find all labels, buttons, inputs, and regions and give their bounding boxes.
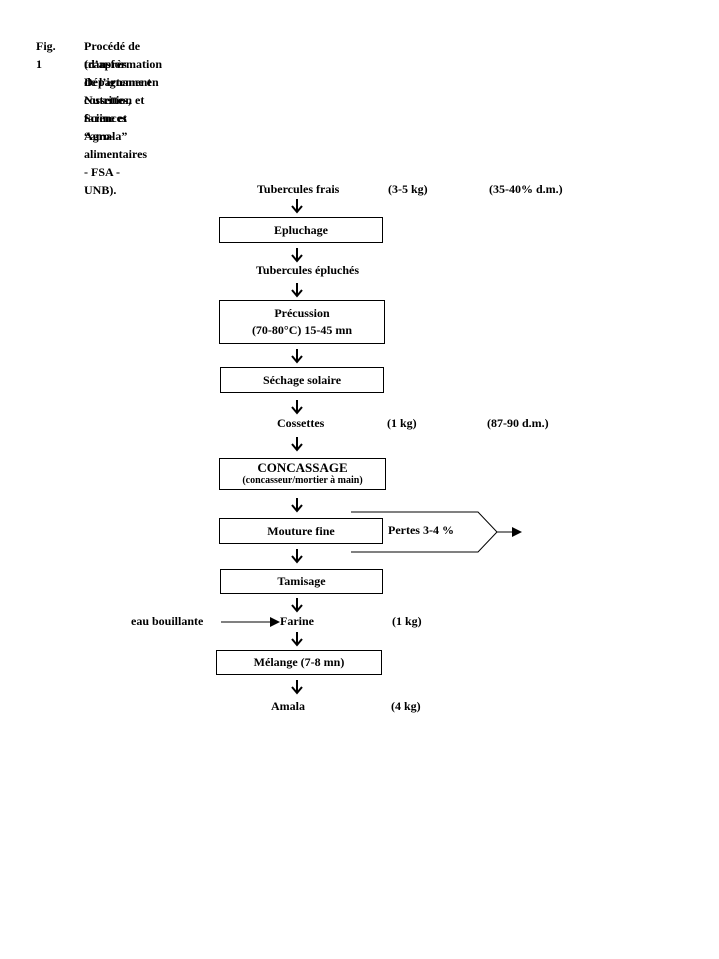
label-cossettes: Cossettes	[277, 416, 325, 430]
step-mouture-fine: Mouture fine	[219, 518, 383, 544]
down-arrow-icon	[291, 437, 303, 452]
down-arrow-icon	[291, 349, 303, 364]
down-arrow-icon	[291, 248, 303, 263]
label-pertes: Pertes 3-4 %	[388, 523, 454, 537]
label-tubercules-epluches: Tubercules épluchés	[256, 263, 360, 277]
step-epluchage: Epluchage	[219, 217, 383, 243]
step-sechage-solaire: Séchage solaire	[220, 367, 384, 393]
step-tamisage: Tamisage	[220, 569, 383, 594]
label-eau-bouillante: eau bouillante	[131, 614, 204, 628]
label-tubercules-frais: Tubercules frais	[257, 182, 340, 196]
caption-line-1: Procédé de transformation de l’igname en…	[84, 39, 162, 143]
down-arrow-icon	[291, 283, 303, 298]
step-epluchage-label: Epluchage	[273, 222, 328, 237]
down-arrow-icon	[291, 199, 303, 214]
down-arrow-icon	[291, 598, 303, 613]
qty-farine: (1 kg)	[392, 614, 422, 628]
qty-tubercules-frais: (3-5 kg)	[388, 182, 428, 196]
step-precuisson-line2: (70-80°C) 15-45 mn	[251, 323, 353, 337]
qty-cossettes: (1 kg)	[387, 416, 417, 430]
down-arrow-icon	[291, 680, 303, 695]
step-precuisson: Précussion (70-80°C) 15-45 mn	[219, 300, 385, 344]
step-tamisage-label: Tamisage	[277, 574, 326, 588]
step-melange: Mélange (7-8 mn)	[216, 650, 382, 675]
label-farine: Farine	[280, 614, 314, 628]
dm-cossettes: (87-90 d.m.)	[487, 416, 549, 430]
down-arrow-icon	[291, 400, 303, 415]
caption-line-2: (d’après Département Nutrition et Scienc…	[84, 57, 152, 197]
qty-amala: (4 kg)	[391, 699, 421, 713]
step-concassage: CONCASSAGE (concasseur/mortier à main)	[219, 458, 386, 490]
figure-number: Fig. 1	[36, 39, 56, 71]
step-sechage-label: Séchage solaire	[262, 372, 342, 387]
step-concassage-line1: CONCASSAGE	[257, 460, 348, 475]
down-arrow-icon	[291, 498, 303, 513]
step-melange-label: Mélange (7-8 mn)	[253, 655, 345, 669]
label-amala: Amala	[271, 699, 305, 713]
down-arrow-icon	[291, 549, 303, 564]
down-arrow-icon	[291, 632, 303, 647]
step-concassage-line2: (concasseur/mortier à main)	[242, 475, 363, 486]
dm-tubercules-frais: (35-40% d.m.)	[489, 182, 563, 196]
step-precuisson-line1: Précussion	[274, 306, 330, 320]
step-mouture-label: Mouture fine	[267, 523, 335, 538]
